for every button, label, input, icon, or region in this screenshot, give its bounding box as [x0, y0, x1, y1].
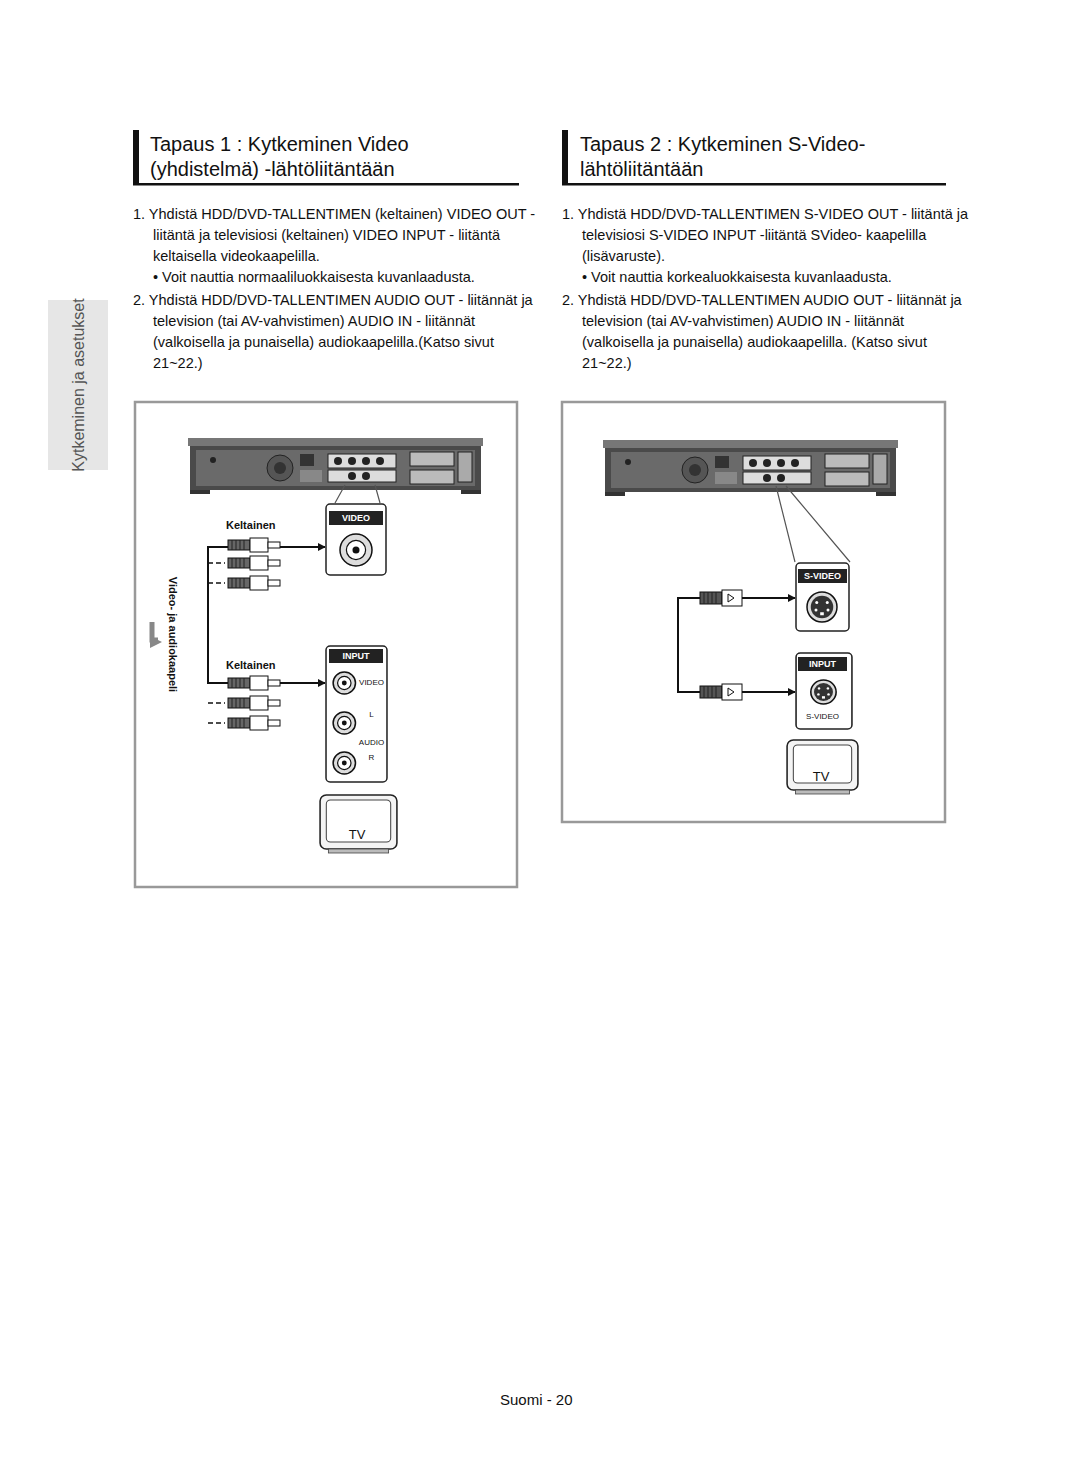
panel-heading: S-VIDEO	[798, 569, 847, 583]
cable-label: Video- ja audiokaapeli	[166, 570, 179, 700]
jack-label: R	[358, 753, 385, 763]
instruction-step: 2. Yhdistä HDD/DVD-TALLENTIMEN AUDIO OUT…	[562, 290, 972, 374]
chapter-tab: Kytkeminen ja asetukset	[69, 294, 89, 476]
instruction-step: 1. Yhdistä HDD/DVD-TALLENTIMEN (keltaine…	[133, 204, 543, 267]
jack-label: S-VIDEO	[795, 712, 850, 722]
tv-input-panel: INPUT VIDEO L AUDIO R	[325, 645, 388, 783]
television: TV	[318, 793, 399, 855]
jack-label: TV	[318, 827, 396, 842]
panel-outline	[325, 645, 388, 783]
television: TV	[785, 738, 860, 796]
cable	[208, 547, 325, 683]
panel-heading: INPUT	[798, 657, 847, 671]
tv-outline	[318, 793, 399, 855]
panel-heading: INPUT	[329, 649, 383, 663]
cable-color-label: Keltainen	[226, 659, 306, 672]
instruction-step: 2. Yhdistä HDD/DVD-TALLENTIMEN AUDIO OUT…	[133, 290, 543, 374]
section-heading: Tapaus 1 : Kytkeminen Video (yhdistelmä)…	[150, 132, 522, 182]
video-out-jack-panel: VIDEO	[325, 503, 387, 576]
panel-heading: VIDEO	[329, 511, 383, 525]
jack-label: TV	[785, 769, 857, 784]
section-heading: Tapaus 2 : Kytkeminen S-Video- lähtöliit…	[580, 132, 946, 182]
bullet-note: • Voit nauttia korkealuokkaisesta kuvanl…	[582, 267, 964, 288]
instruction-step: 1. Yhdistä HDD/DVD-TALLENTIMEN S-VIDEO O…	[562, 204, 972, 267]
jack-label: L	[358, 710, 385, 720]
tv-s-video-input-panel: INPUT S-VIDEO	[795, 652, 853, 730]
cable-color-label: Keltainen	[226, 519, 306, 532]
bullet-note: • Voit nauttia normaaliluokkaisesta kuva…	[153, 267, 535, 288]
tv-outline	[785, 738, 860, 796]
s-video-out-jack-panel: S-VIDEO	[795, 562, 850, 632]
cable	[678, 598, 795, 692]
page-footer: Suomi - 20	[500, 1391, 590, 1409]
jack-label: AUDIO	[358, 738, 385, 748]
jack-label: VIDEO	[358, 678, 385, 688]
